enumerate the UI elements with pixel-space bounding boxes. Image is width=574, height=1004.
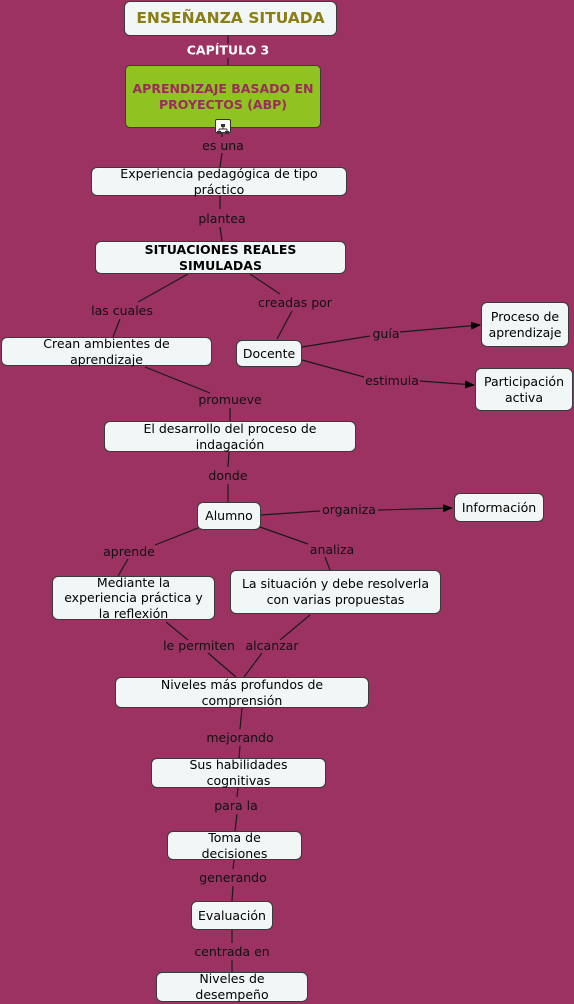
edge-alcanzar-niveles: [243, 652, 263, 678]
link-donde: donde: [208, 467, 248, 483]
node-niveles[interactable]: Niveles más profundos de comprensión: [115, 677, 369, 708]
edge-lepermiten-niveles: [207, 652, 237, 678]
edge-desarrollo-donde: [227, 451, 230, 468]
link-las-cuales: las cuales: [91, 302, 153, 318]
edge-plantea-situaciones: [219, 226, 223, 242]
edge-esuna-experiencia: [219, 152, 223, 168]
node-alumno[interactable]: Alumno: [197, 502, 261, 530]
edge-crean-promueve: [144, 366, 211, 394]
node-crean[interactable]: Crean ambientes de aprendizaje: [1, 336, 212, 367]
edge-toma-generando: [232, 859, 235, 870]
edge-alumno-aprende: [154, 527, 199, 546]
chapter-label: CAPÍTULO 3: [186, 42, 270, 58]
node-experiencia[interactable]: Experiencia pedagógica de tipo práctico: [91, 166, 347, 197]
node-participacion[interactable]: Participación activa: [475, 368, 573, 411]
node-proceso[interactable]: Proceso de aprendizaje: [481, 302, 569, 347]
link-promueve: promueve: [198, 391, 262, 407]
node-mediante[interactable]: Mediante la experiencia práctica y la re…: [52, 575, 215, 621]
edge-docente-estimula: [301, 359, 365, 378]
link-alcanzar: alcanzar: [245, 637, 299, 653]
node-informacion[interactable]: Información: [454, 493, 544, 522]
edge-mejorando-habilidades: [238, 745, 241, 759]
link-analiza: analiza: [309, 541, 355, 557]
link-para-la: para la: [214, 797, 258, 813]
node-desarrollo[interactable]: El desarrollo del proceso de indagación: [104, 421, 356, 452]
edge-aprende-mediante: [117, 558, 129, 577]
edge-guia-proceso: [399, 321, 481, 333]
edge-situacion-alcanzar: [279, 614, 311, 641]
edge-alumno-organiza: [260, 510, 321, 516]
node-evaluacion[interactable]: Evaluación: [191, 901, 273, 930]
edge-mediante-lepermiten: [165, 621, 189, 641]
edge-situaciones-lascuales: [137, 273, 189, 303]
node-desempeno[interactable]: Niveles de desempeño: [156, 971, 308, 1002]
link-estimula: estimula: [365, 372, 419, 388]
link-es-una: es una: [202, 137, 244, 153]
link-plantea: plantea: [198, 210, 246, 226]
link-le-permiten: le permiten: [163, 637, 235, 653]
hierarchy-icon: [217, 124, 229, 134]
node-docente[interactable]: Docente: [236, 340, 302, 367]
link-aprende: aprende: [103, 543, 155, 559]
edge-estimula-participacion: [419, 380, 475, 389]
concept-map-resource-icon[interactable]: [215, 119, 231, 134]
main-title[interactable]: ENSEÑANZA SITUADA: [124, 1, 337, 36]
edge-alumno-analiza: [259, 526, 309, 545]
edge-parala-toma: [234, 813, 238, 832]
node-abp[interactable]: APRENDIZAJE BASADO EN PROYECTOS (ABP): [125, 65, 321, 128]
node-situaciones[interactable]: SITUACIONES REALES SIMULADAS: [95, 241, 346, 274]
edge-creadas-docente: [276, 310, 293, 340]
edge-niveles-mejorando: [239, 707, 243, 730]
link-creadas-por: creadas por: [258, 294, 332, 310]
edge-habilidades-parala: [236, 787, 239, 798]
edge-generando-evaluacion: [231, 885, 234, 902]
edge-lascuales-crean: [112, 318, 121, 338]
link-generando: generando: [199, 869, 267, 885]
edge-analiza-situacion: [324, 556, 331, 571]
edge-organiza-info: [377, 504, 453, 513]
link-centrada-en: centrada en: [194, 943, 270, 959]
link-mejorando: mejorando: [206, 729, 274, 745]
edge-docente-guia: [301, 335, 371, 348]
edge-situaciones-creadas: [249, 273, 281, 295]
node-habilidades[interactable]: Sus habilidades cognitivas: [151, 757, 326, 788]
node-situacion[interactable]: La situación y debe resolverla con varia…: [230, 570, 441, 614]
node-toma[interactable]: Toma de decisiones: [167, 830, 302, 861]
link-guia: guía: [372, 325, 400, 341]
link-organiza: organiza: [322, 501, 376, 517]
